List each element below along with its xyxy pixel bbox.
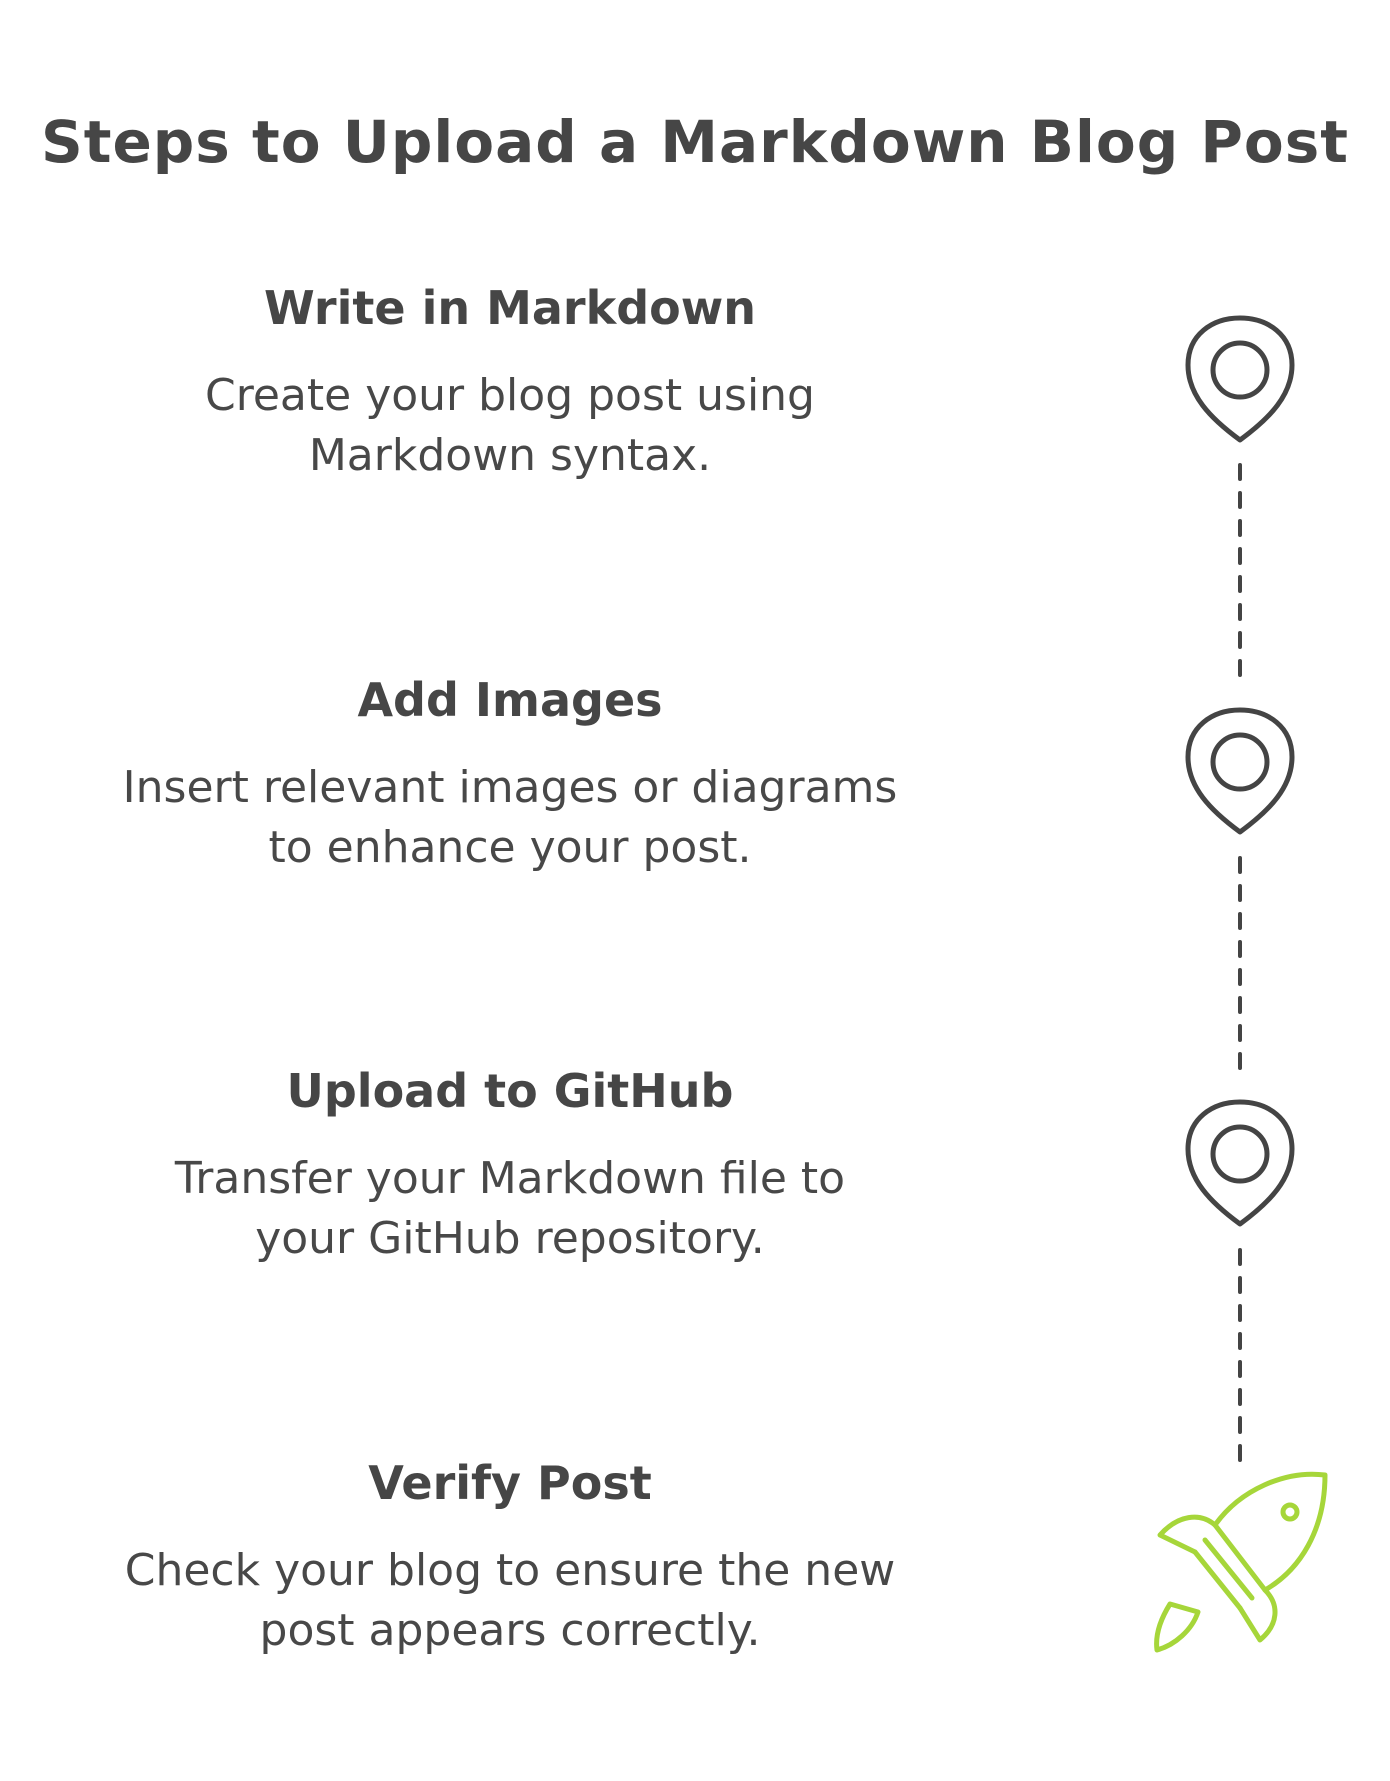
step-upload-to-github: Upload to GitHub Transfer your Markdown … xyxy=(40,1063,980,1269)
step-description-line: to enhance your post. xyxy=(268,822,752,873)
step-description-line: Create your blog post using xyxy=(205,370,815,421)
map-pin-icon xyxy=(1185,315,1295,443)
diagram-title: Steps to Upload a Markdown Blog Post xyxy=(40,108,1350,176)
step-description: Create your blog post using Markdown syn… xyxy=(40,366,980,486)
step-verify-post: Verify Post Check your blog to ensure th… xyxy=(40,1455,980,1661)
step-description: Insert relevant images or diagrams to en… xyxy=(40,758,980,878)
step-add-images: Add Images Insert relevant images or dia… xyxy=(40,672,980,878)
step-heading: Write in Markdown xyxy=(264,281,756,335)
step-description-line: Check your blog to ensure the new xyxy=(124,1545,896,1596)
step-description-line: post appears correctly. xyxy=(259,1605,761,1656)
step-description-line: Insert relevant images or diagrams xyxy=(122,762,898,813)
rocket-icon xyxy=(1154,1471,1328,1653)
step-heading: Upload to GitHub xyxy=(286,1064,734,1118)
map-pin-icon xyxy=(1185,1099,1295,1227)
step-description: Check your blog to ensure the new post a… xyxy=(40,1541,980,1661)
step-description-line: your GitHub repository. xyxy=(255,1213,765,1264)
step-description-line: Markdown syntax. xyxy=(308,430,712,481)
step-description: Transfer your Markdown file to your GitH… xyxy=(40,1149,980,1269)
step-write-in-markdown: Write in Markdown Create your blog post … xyxy=(40,280,980,486)
map-pin-icon xyxy=(1185,707,1295,835)
step-heading: Verify Post xyxy=(368,1456,652,1510)
step-description-line: Transfer your Markdown file to xyxy=(174,1153,846,1204)
step-heading: Add Images xyxy=(357,673,663,727)
